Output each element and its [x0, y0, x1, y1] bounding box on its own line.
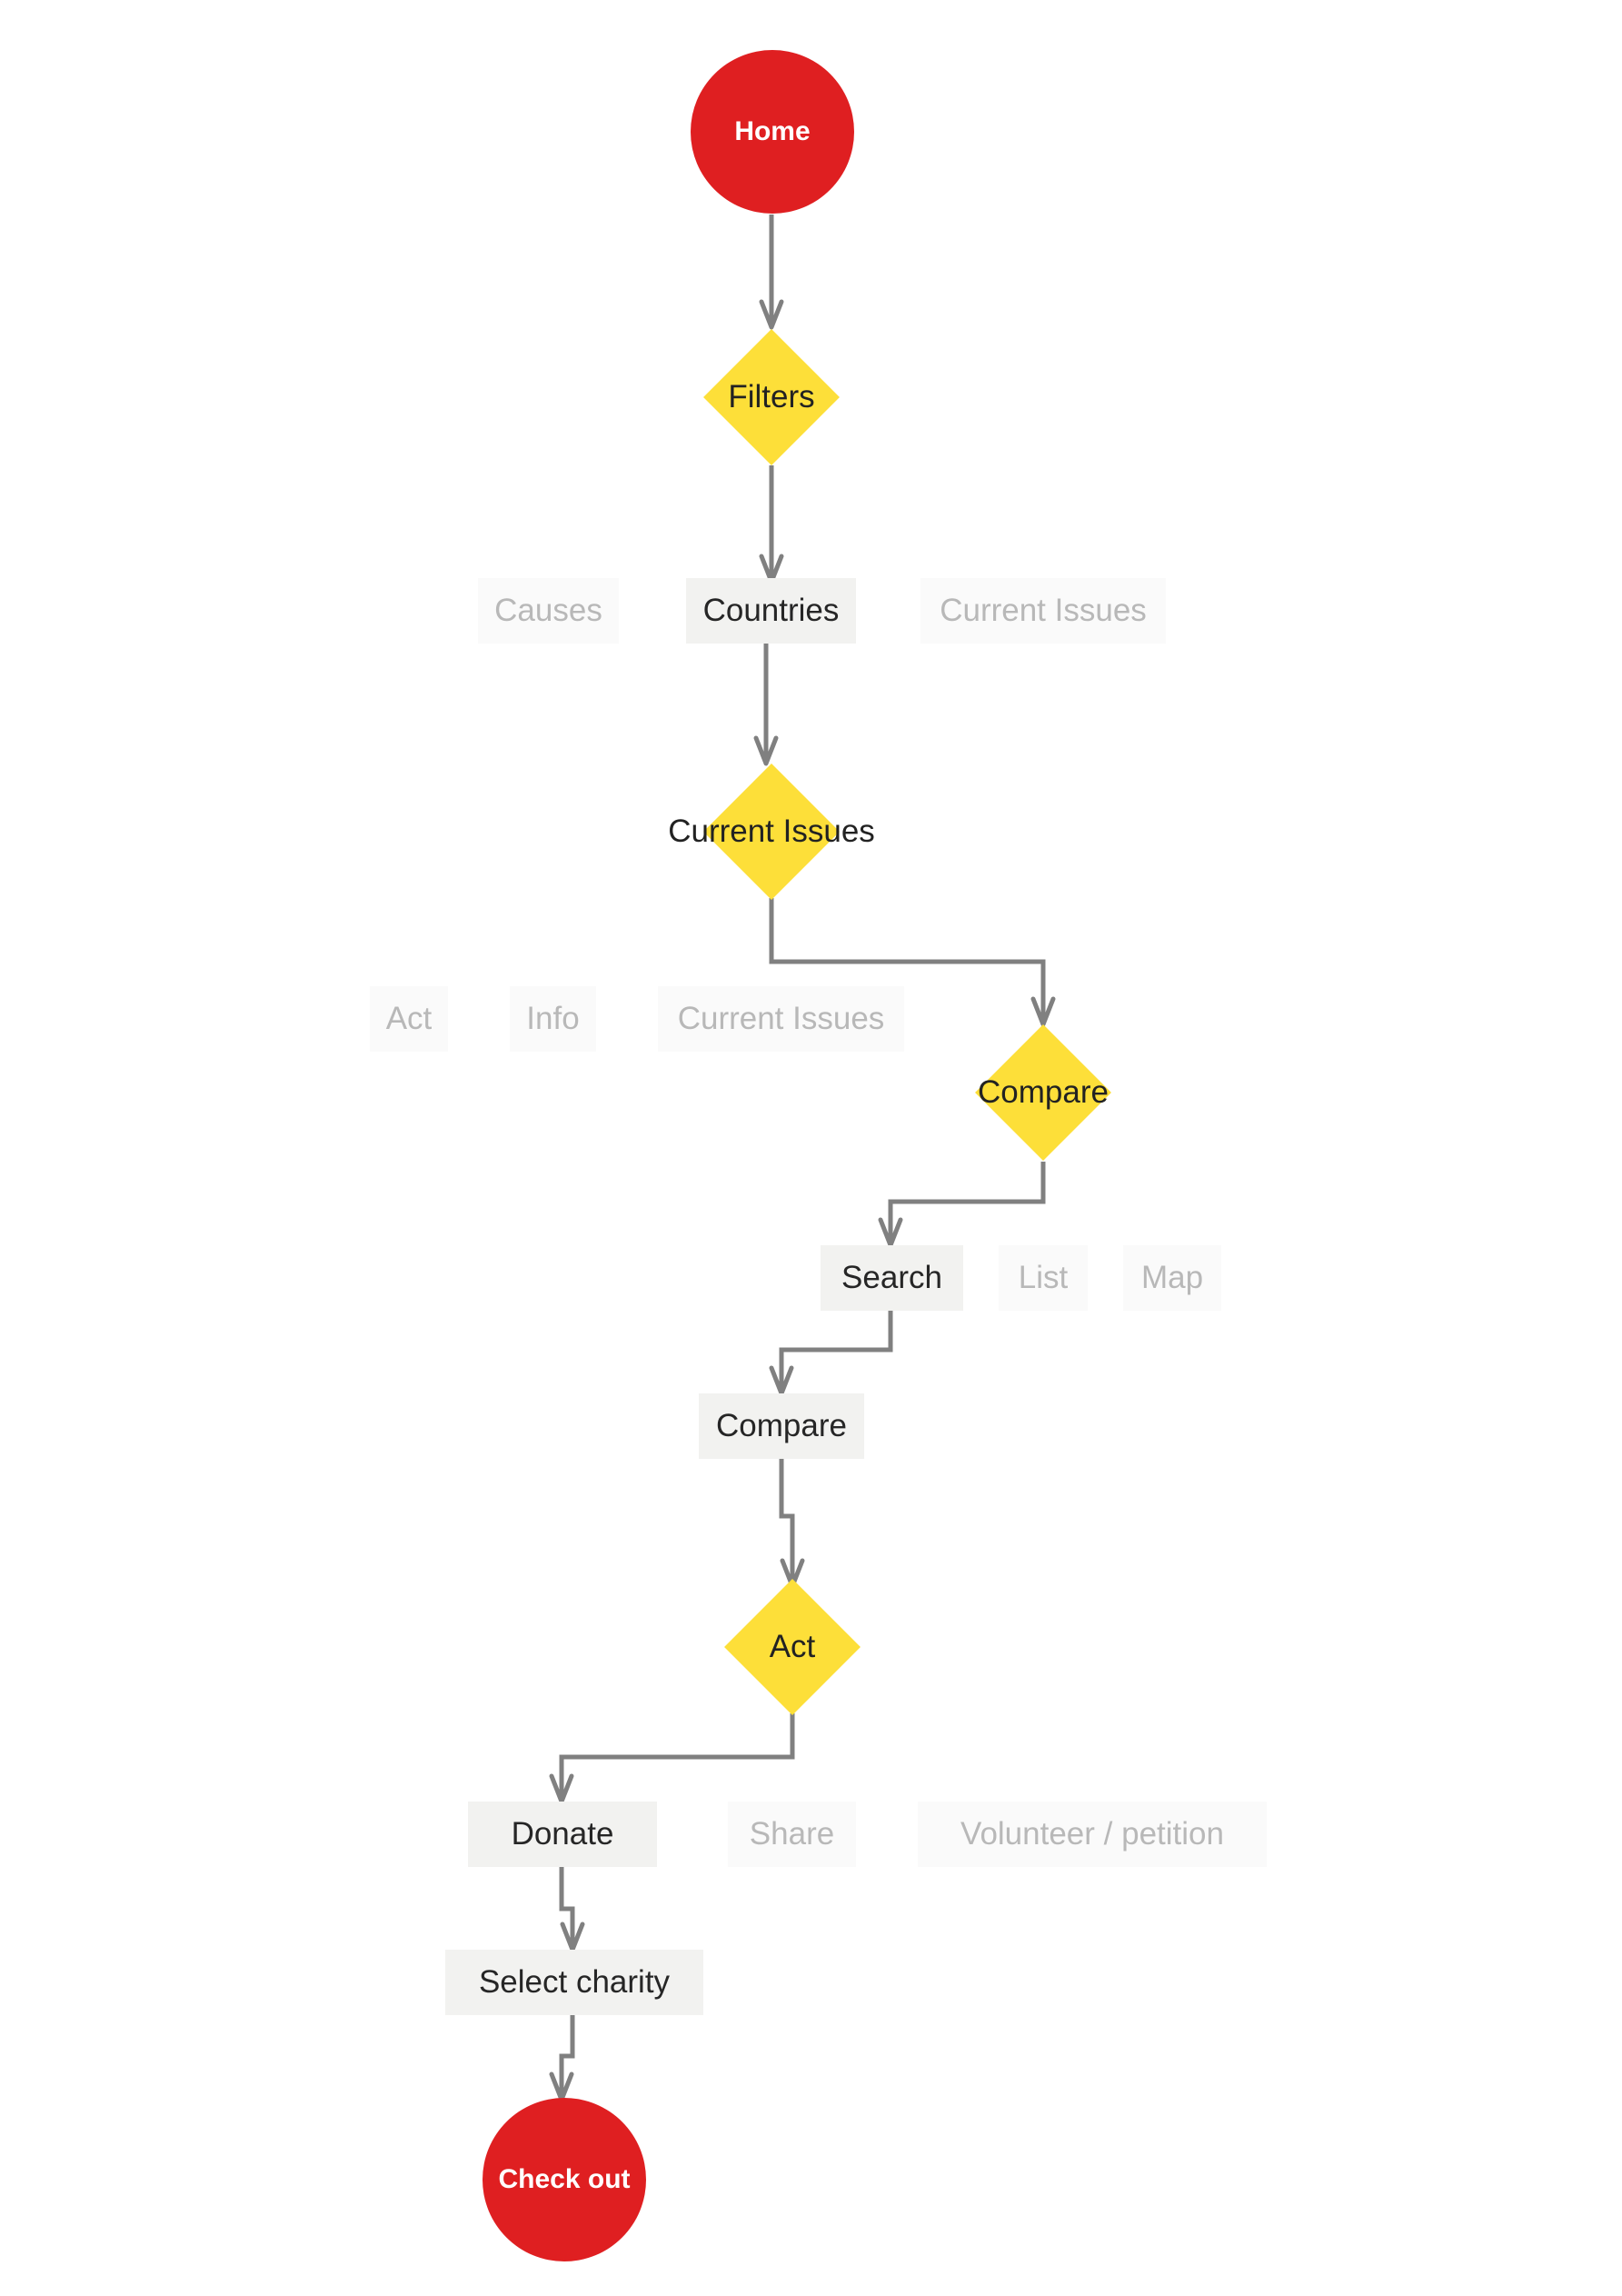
- issues-current-issues-option: Current Issues: [658, 986, 904, 1052]
- select-charity-step: Select charity: [445, 1950, 703, 2015]
- current-issues-label: Current Issues: [668, 814, 875, 849]
- donate-label: Donate: [511, 1816, 614, 1852]
- list-option: List: [999, 1245, 1088, 1311]
- countries-label: Countries: [702, 593, 840, 628]
- current-issues-option-label: Current Issues: [940, 593, 1147, 628]
- act-option: Act: [370, 986, 448, 1052]
- connector-compare-step-act: [779, 1458, 795, 1584]
- filters-decision: Filters: [703, 329, 840, 465]
- connector-act-donate: [559, 1713, 795, 1800]
- home-node: Home: [691, 50, 854, 214]
- share-label: Share: [749, 1816, 835, 1852]
- arrowhead: [759, 299, 784, 330]
- countries-option: Countries: [686, 578, 856, 644]
- map-option: Map: [1123, 1245, 1221, 1311]
- list-label: List: [1018, 1260, 1069, 1295]
- connector-search-compare-step: [779, 1309, 893, 1392]
- connector-current-issues-compare: [769, 898, 1046, 1023]
- compare-step-label: Compare: [716, 1408, 847, 1443]
- compare-decision: Compare: [975, 1024, 1111, 1161]
- map-label: Map: [1140, 1260, 1204, 1295]
- connector-select-charity-checkout: [559, 2013, 575, 2098]
- donate-option: Donate: [468, 1802, 657, 1867]
- share-option: Share: [728, 1802, 856, 1867]
- act-option-label: Act: [385, 1001, 433, 1036]
- search-label: Search: [841, 1260, 942, 1295]
- issues-current-issues-label: Current Issues: [677, 1001, 885, 1036]
- current-issues-decision: Current Issues: [668, 764, 875, 900]
- act-decision-label: Act: [769, 1629, 816, 1664]
- home-label: Home: [734, 116, 811, 146]
- arrowhead: [753, 735, 779, 766]
- filters-label: Filters: [728, 379, 815, 414]
- volunteer-option: Volunteer / petition: [918, 1802, 1267, 1867]
- arrowhead: [1030, 996, 1056, 1027]
- connector-compare-search: [888, 1162, 1046, 1243]
- volunteer-label: Volunteer / petition: [960, 1816, 1224, 1852]
- select-charity-label: Select charity: [478, 1964, 671, 2000]
- connector-donate-select-charity: [559, 1865, 575, 1948]
- info-option: Info: [510, 986, 596, 1052]
- check-out-node: Check out: [483, 2098, 646, 2261]
- causes-label: Causes: [494, 593, 602, 628]
- info-option-label: Info: [526, 1001, 580, 1036]
- compare-decision-label: Compare: [978, 1074, 1109, 1110]
- act-decision: Act: [724, 1579, 861, 1715]
- causes-option: Causes: [478, 578, 619, 644]
- search-option: Search: [821, 1245, 963, 1311]
- check-out-label: Check out: [498, 2164, 631, 2194]
- compare-step: Compare: [699, 1393, 864, 1459]
- current-issues-option: Current Issues: [920, 578, 1166, 644]
